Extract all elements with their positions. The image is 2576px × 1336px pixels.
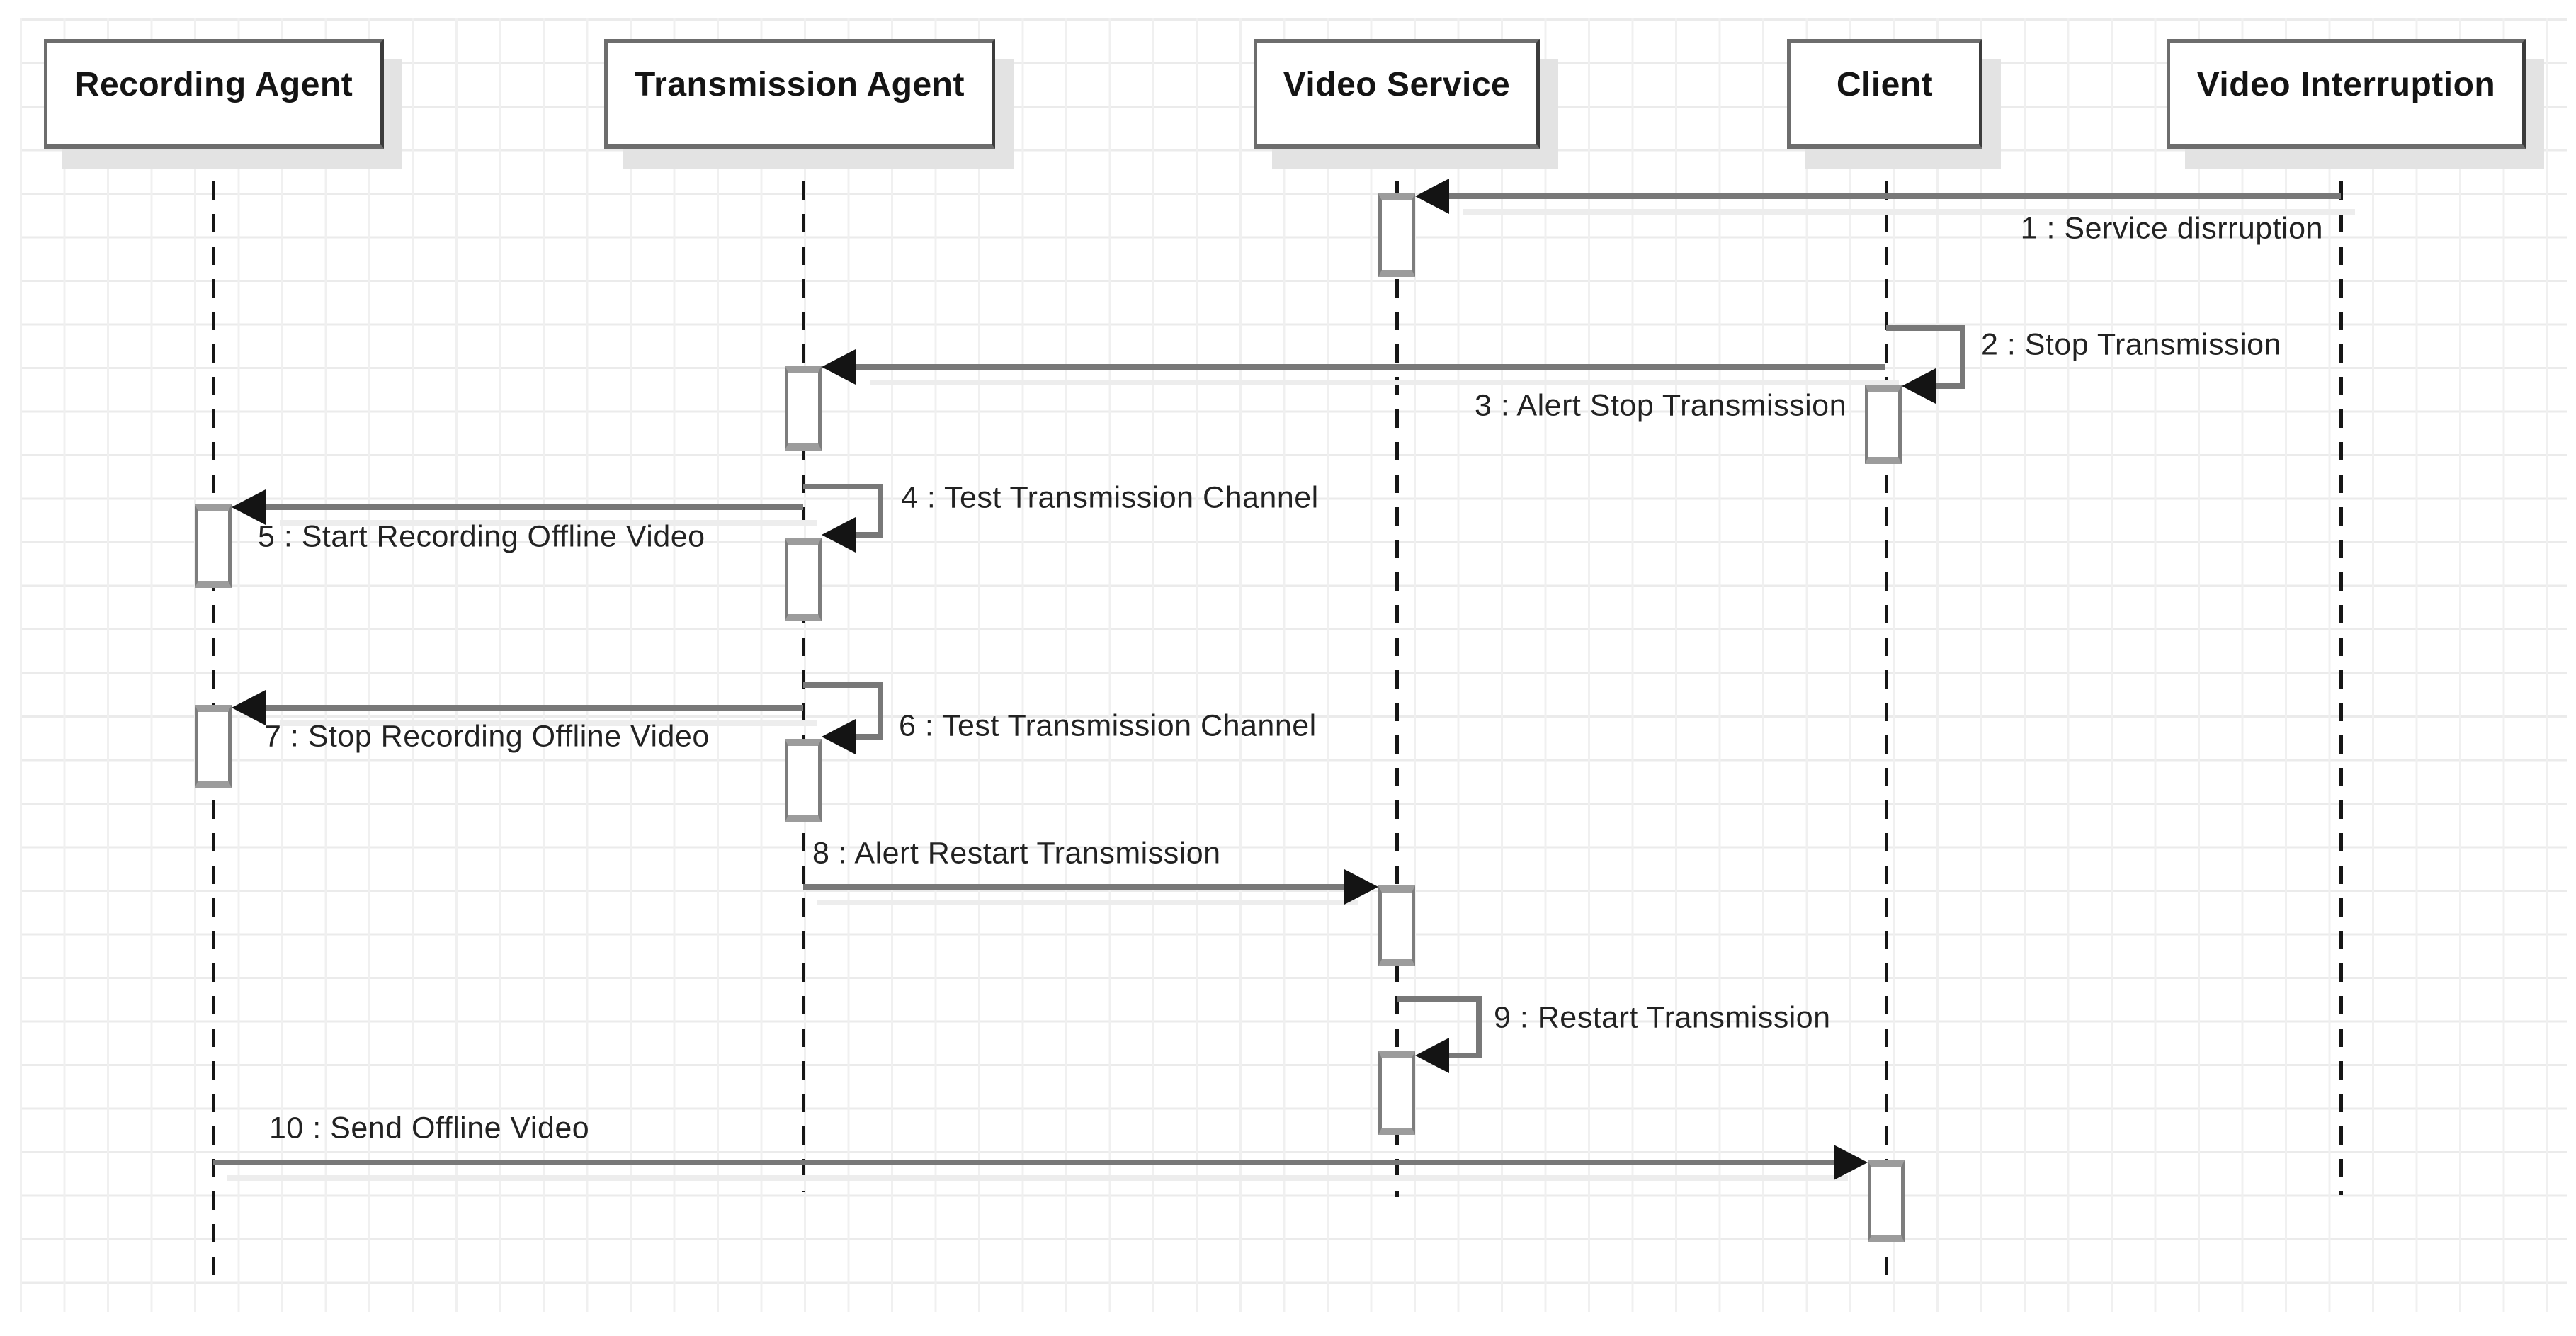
message-line-4-return[interactable] <box>856 532 882 538</box>
arrowhead-icon <box>232 690 266 725</box>
actor-box-recording-agent[interactable]: Recording Agent <box>44 39 384 149</box>
activation-video-service-1[interactable] <box>1378 193 1415 277</box>
message-line-8[interactable] <box>803 884 1344 890</box>
arrowhead-icon <box>1415 179 1449 214</box>
message-line-10[interactable] <box>213 1160 1834 1165</box>
arrowhead-icon <box>1415 1038 1449 1073</box>
message-label-1[interactable]: 1 : Service disrruption <box>2020 211 2323 246</box>
actor-box-transmission-agent[interactable]: Transmission Agent <box>604 39 995 149</box>
canvas-grid <box>20 18 2567 1312</box>
activation-transmission-agent-3[interactable] <box>785 739 822 822</box>
activation-client-2[interactable] <box>1868 1160 1905 1242</box>
message-label-2[interactable]: 2 : Stop Transmission <box>1981 327 2281 362</box>
message-line-5[interactable] <box>266 504 803 510</box>
arrowhead-icon <box>1834 1145 1868 1180</box>
message-line-4-down[interactable] <box>878 484 883 538</box>
actor-label: Video Service <box>1283 66 1511 103</box>
lifeline-video-service <box>1395 149 1399 1197</box>
arrowhead-icon <box>822 719 856 754</box>
actor-box-video-service[interactable]: Video Service <box>1254 39 1540 149</box>
lifeline-client <box>1885 149 1888 1280</box>
lifeline-transmission-agent <box>802 149 805 1192</box>
message-line-6-down[interactable] <box>878 682 883 740</box>
message-line-4-out[interactable] <box>803 484 882 489</box>
arrowhead-icon <box>1902 368 1936 404</box>
message-line-7[interactable] <box>266 705 803 711</box>
actor-label: Transmission Agent <box>635 66 965 103</box>
activation-client-1[interactable] <box>1865 385 1902 464</box>
actor-box-video-interruption[interactable]: Video Interruption <box>2167 39 2526 149</box>
message-line-2-return[interactable] <box>1936 383 1964 389</box>
message-label-8[interactable]: 8 : Alert Restart Transmission <box>812 836 1221 871</box>
message-line-2-out[interactable] <box>1886 325 1964 331</box>
message-label-9[interactable]: 9 : Restart Transmission <box>1494 1000 1831 1035</box>
actor-label: Recording Agent <box>74 66 353 103</box>
actor-box-client[interactable]: Client <box>1787 39 1982 149</box>
arrowhead-icon <box>822 349 856 385</box>
message-label-4[interactable]: 4 : Test Transmission Channel <box>901 480 1319 515</box>
message-line-9-return[interactable] <box>1449 1053 1480 1058</box>
arrowhead-icon <box>232 489 266 525</box>
activation-recording-agent-2[interactable] <box>195 705 232 788</box>
activation-video-service-3[interactable] <box>1378 1051 1415 1135</box>
arrowhead-icon <box>1344 869 1378 905</box>
activation-recording-agent-1[interactable] <box>195 504 232 588</box>
actor-label: Video Interruption <box>2196 66 2496 103</box>
message-line-3[interactable] <box>856 364 1885 370</box>
message-label-7[interactable]: 7 : Stop Recording Offline Video <box>264 719 710 754</box>
message-line-9-down[interactable] <box>1476 996 1482 1058</box>
message-line-6-return[interactable] <box>856 734 882 740</box>
arrowhead-icon <box>822 517 856 553</box>
message-label-10[interactable]: 10 : Send Offline Video <box>269 1111 590 1145</box>
lifeline-video-interruption <box>2339 149 2343 1195</box>
message-label-5[interactable]: 5 : Start Recording Offline Video <box>258 519 705 554</box>
activation-transmission-agent-1[interactable] <box>785 366 822 451</box>
activation-transmission-agent-2[interactable] <box>785 538 822 621</box>
message-line-1[interactable] <box>1449 193 2341 199</box>
message-label-3[interactable]: 3 : Alert Stop Transmission <box>1475 388 1846 423</box>
activation-video-service-2[interactable] <box>1378 885 1415 966</box>
message-label-6[interactable]: 6 : Test Transmission Channel <box>899 708 1317 743</box>
message-line-2-down[interactable] <box>1960 325 1965 389</box>
message-line-6-out[interactable] <box>803 682 882 688</box>
actor-label: Client <box>1836 66 1934 103</box>
message-line-9-out[interactable] <box>1397 996 1480 1002</box>
